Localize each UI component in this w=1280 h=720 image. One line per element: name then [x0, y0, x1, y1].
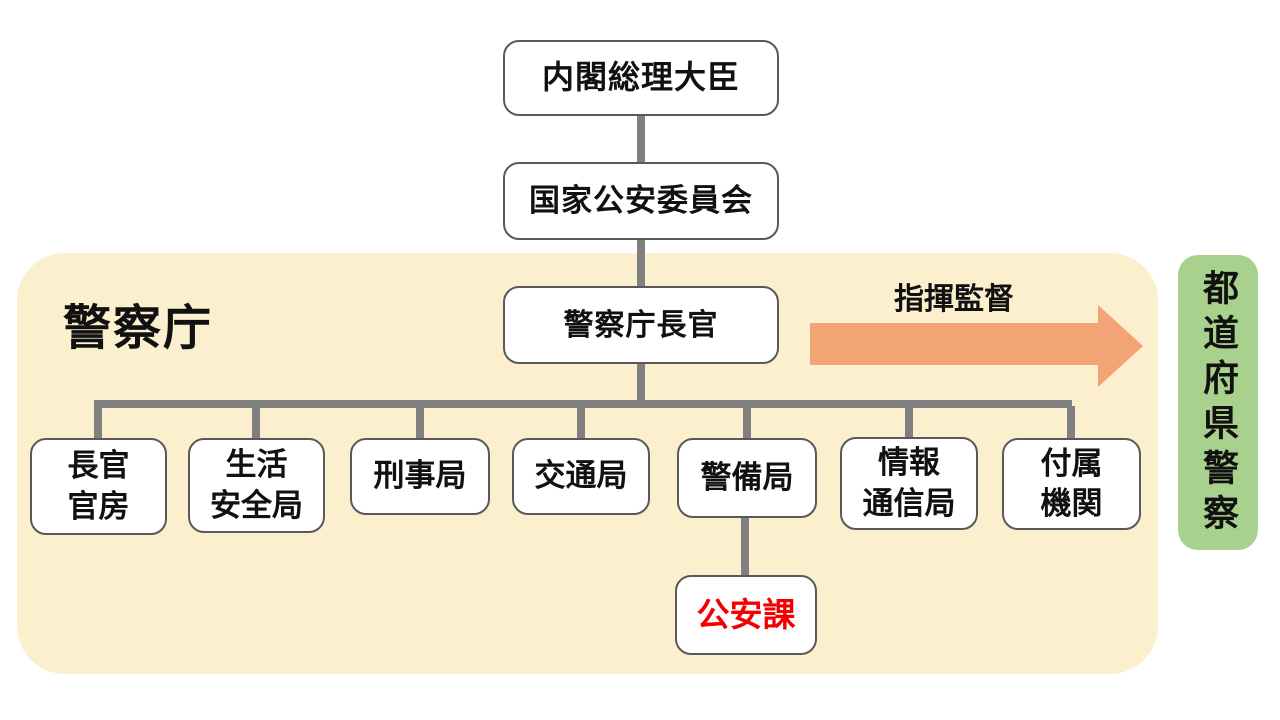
connector-pm-to-commission [637, 114, 645, 164]
connector-commission-to-commissioner [637, 238, 645, 288]
connector-drop-info-comm [905, 406, 913, 440]
node-prime-minister: 内閣総理大臣 [503, 40, 779, 116]
connector-drop-traffic [577, 406, 585, 440]
connector-drop-security-bureau [743, 406, 751, 440]
node-dept-secretariat: 長官 官房 [30, 438, 167, 535]
connector-security-to-public-security [741, 516, 749, 577]
supervision-arrow-label: 指揮監督 [894, 283, 1014, 316]
connector-drop-secretariat [94, 406, 102, 440]
node-dept-community-safety: 生活 安全局 [188, 438, 325, 533]
node-dept-criminal-affairs: 刑事局 [350, 438, 490, 515]
connector-drop-community-safety [252, 406, 260, 440]
supervision-arrow-icon [810, 305, 1143, 387]
node-dept-security-bureau: 警備局 [677, 438, 817, 518]
connector-drop-criminal [416, 406, 424, 440]
npa-agency-panel-label: 警察庁 [63, 302, 214, 355]
connector-commissioner-to-bus [637, 363, 645, 403]
node-dept-attached-organizations: 付属 機関 [1002, 438, 1141, 530]
prefectural-police-label: 都道府県警察 [1198, 269, 1239, 539]
node-prefectural-police: 都道府県警察 [1178, 255, 1258, 550]
node-dept-info-communications: 情報 通信局 [840, 437, 978, 530]
connector-bus [94, 400, 1072, 408]
node-dept-traffic: 交通局 [512, 438, 650, 515]
connector-drop-attached-orgs [1067, 406, 1075, 440]
node-public-security-division: 公安課 [675, 575, 817, 655]
node-npa-commissioner: 警察庁長官 [503, 286, 779, 364]
node-national-public-safety-commission: 国家公安委員会 [503, 162, 779, 240]
